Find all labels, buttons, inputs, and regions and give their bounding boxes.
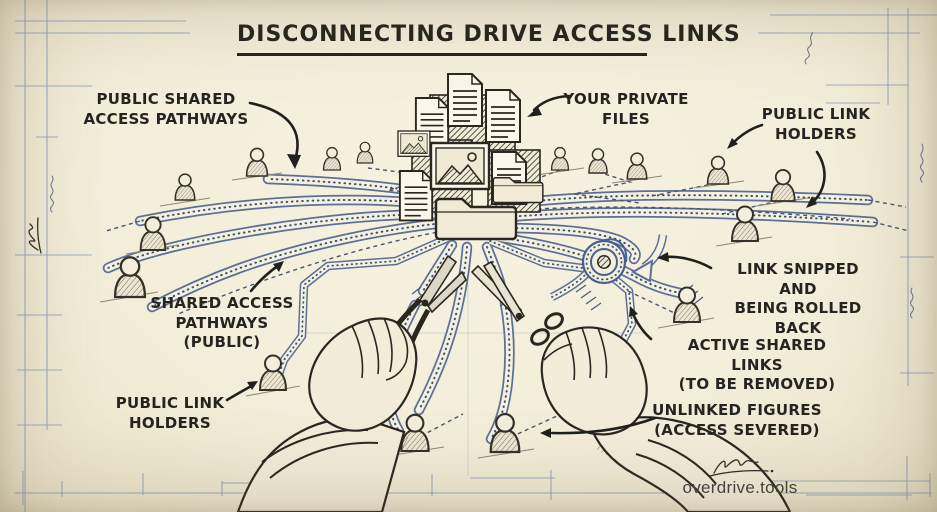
file-stack	[397, 73, 544, 241]
document-icon	[485, 89, 521, 143]
photo-icon	[397, 130, 431, 157]
person-icon	[626, 152, 648, 180]
margin-note	[50, 175, 54, 213]
person-icon	[356, 141, 374, 164]
label-your-private-files: YOUR PRIVATE FILES	[563, 90, 689, 128]
label-link-snipped: LINK SNIPPED AND BEING ROLLED BACK	[734, 260, 862, 337]
scissors-icon	[470, 260, 526, 323]
hands-and-tools	[236, 254, 792, 512]
label-public-shared-pathways: PUBLIC SHARED ACCESS PATHWAYS	[83, 90, 249, 128]
label-shared-access-pathways: SHARED ACCESS PATHWAYS (PUBLIC)	[150, 294, 294, 351]
right-hand	[540, 326, 792, 512]
label-public-link-holders-top: PUBLIC LINK HOLDERS	[761, 105, 871, 143]
scissors-icon	[530, 312, 564, 346]
brand-text: overdrive.tools	[682, 478, 798, 497]
label-public-link-holders-bottom: PUBLIC LINK HOLDERS	[115, 394, 225, 432]
person-icon	[322, 146, 342, 171]
page-title: DISCONNECTING DRIVE ACCESS LINKS	[237, 22, 740, 56]
person-icon	[706, 155, 730, 185]
blueprint-margin-lines	[14, 0, 937, 512]
person-icon	[550, 146, 570, 171]
annotation-arrows	[225, 94, 826, 438]
person-icon	[770, 169, 796, 202]
document-icon	[398, 170, 434, 222]
left-hand	[236, 317, 418, 512]
person-icon	[588, 148, 608, 174]
margin-note	[804, 32, 814, 65]
person-icon	[174, 173, 196, 201]
label-active-shared-links: ACTIVE SHARED LINKS (TO BE REMOVED)	[678, 336, 836, 393]
margin-note	[920, 143, 924, 183]
signature	[709, 459, 774, 477]
margin-signature	[28, 217, 42, 254]
person-icon	[245, 147, 269, 177]
photo-icon	[429, 141, 491, 191]
margin-note	[910, 287, 914, 319]
label-unlinked-figures: UNLINKED FIGURES (ACCESS SEVERED)	[652, 401, 822, 439]
document-icon	[447, 73, 483, 127]
wire-cutters-icon	[418, 254, 467, 314]
rolled-link-scroll-icon	[552, 235, 663, 297]
